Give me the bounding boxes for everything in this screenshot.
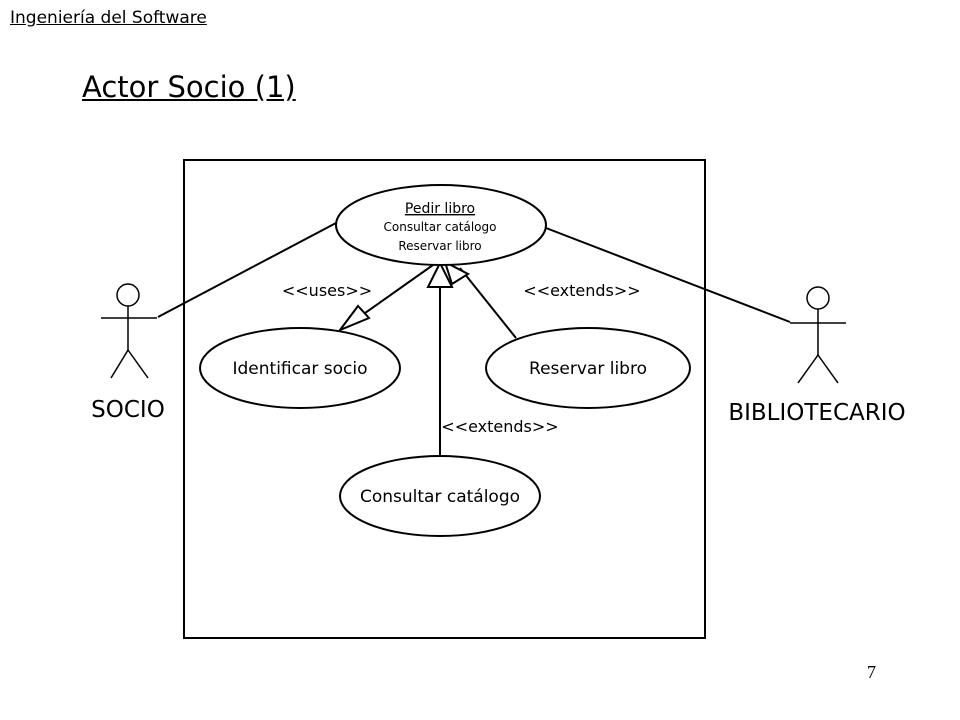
actor-bibliotecario: [790, 286, 846, 384]
course-title: Ingeniería del Software: [10, 8, 207, 28]
socio-head: [116, 283, 140, 307]
pedir-libro-extension-point: Consultar catálogo: [384, 220, 497, 234]
actor-socio-label: SOCIO: [91, 397, 165, 423]
uses-arrowhead: [337, 304, 371, 333]
bibliotecario-head: [806, 286, 830, 310]
consultar-catalogo-label: Consultar catálogo: [360, 487, 520, 507]
socio-association: [157, 222, 337, 318]
socio-leg-left: [110, 349, 129, 379]
use-case-identificar-socio: [199, 327, 401, 409]
slide-title: Actor Socio (1): [82, 70, 296, 104]
reservar-libro-label: Reservar libro: [529, 359, 647, 379]
socio-leg-right: [127, 349, 149, 379]
use-case-consultar-catalogo: [339, 455, 541, 537]
bibliotecario-leg-left: [797, 354, 819, 384]
actor-socio: [101, 283, 157, 379]
actor-bibliotecario-label: BIBLIOTECARIO: [728, 400, 905, 426]
use-case-pedir-libro: [335, 184, 547, 266]
extends-reservar-line: [459, 267, 517, 339]
use-case-reservar-libro: [485, 327, 691, 409]
page-number: 7: [867, 662, 876, 682]
bibliotecario-leg-right: [817, 354, 839, 384]
bibliotecario-association: [545, 227, 791, 323]
uses-stereotype-label: <<uses>>: [282, 281, 372, 300]
uses-relation-line: [357, 264, 434, 319]
extends-consultar-arrowhead: [426, 260, 454, 288]
extends-reservar-stereotype-label: <<extends>>: [523, 281, 640, 300]
identificar-socio-label: Identificar socio: [232, 359, 367, 379]
extends-reservar-arrowhead: [443, 259, 471, 286]
pedir-libro-title: Pedir libro: [405, 201, 475, 217]
extends-consultar-stereotype-label: <<extends>>: [441, 417, 558, 436]
system-boundary: [183, 159, 706, 639]
pedir-libro-extension-point: Reservar libro: [398, 239, 481, 253]
